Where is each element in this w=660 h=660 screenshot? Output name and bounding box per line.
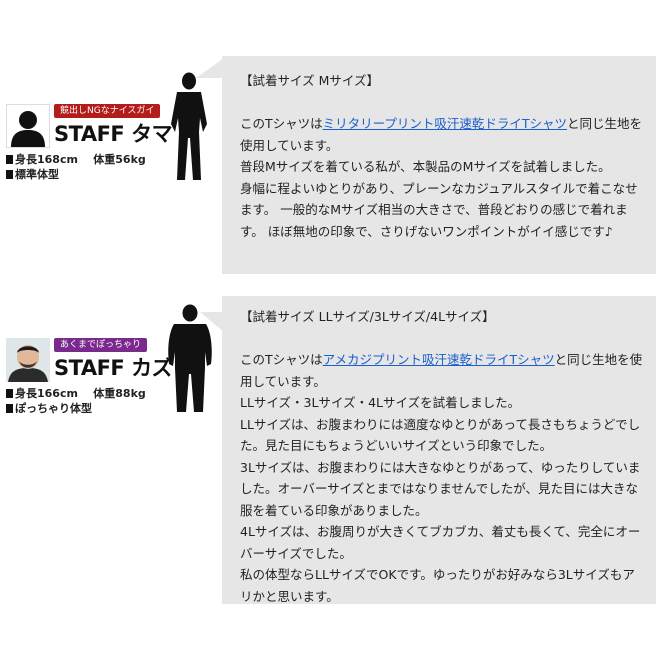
review-paragraph: このTシャツはミリタリープリント吸汗速乾ドライTシャツと同じ生地を使用しています… <box>240 116 643 153</box>
review-paragraph: このTシャツはアメカジプリント吸汗速乾ドライTシャツと同じ生地を使用しています。 <box>240 352 643 389</box>
fitting-size-heading: 【試着サイズ LLサイズ/3Lサイズ/4Lサイズ】 <box>240 309 495 324</box>
staff-review-tama: 競出しNGなナイスガイ STAFF タマ 身長168cm 体重56kg 標準体型… <box>0 0 660 290</box>
standing-man-silhouette-icon <box>161 304 219 420</box>
bullet-square-icon <box>6 404 13 413</box>
review-bubble: 【試着サイズ Mサイズ】 このTシャツはミリタリープリント吸汗速乾ドライTシャツ… <box>222 56 656 274</box>
staff-badge: あくまでぽっちゃり <box>54 338 148 352</box>
bullet-square-icon <box>6 155 13 164</box>
bullet-square-icon <box>6 170 13 179</box>
speech-bubble-tail <box>196 58 224 78</box>
review-paragraph: 4Lサイズは、お腹周りが大きくてブカブカ、着丈も長くて、完全にオーバーサイズでし… <box>240 524 641 561</box>
product-link[interactable]: アメカジプリント吸汗速乾ドライTシャツ <box>322 352 555 367</box>
standing-man-silhouette-icon <box>163 72 215 188</box>
staff-height: 身長166cm <box>15 387 78 400</box>
staff-body-type: 標準体型 <box>15 168 59 181</box>
speech-bubble-tail <box>200 312 224 332</box>
staff-name: STAFF カズ <box>54 356 173 380</box>
staff-height: 身長168cm <box>15 153 78 166</box>
staff-review-kazu: あくまでぽっちゃり STAFF カズ 身長166cm 体重88kg ぽっちゃり体… <box>0 290 660 660</box>
product-link[interactable]: ミリタリープリント吸汗速乾ドライTシャツ <box>322 116 568 131</box>
review-paragraph: 普段Mサイズを着ている私が、本製品のMサイズを試着しました。 <box>240 159 611 174</box>
person-silhouette-icon <box>6 104 50 148</box>
staff-badge: 競出しNGなナイスガイ <box>54 104 161 118</box>
staff-stats: 身長168cm 体重56kg 標準体型 <box>6 152 146 182</box>
review-paragraph: 私の体型ならLLサイズでOKです。ゆったりがお好みなら3Lサイズもアリかと思いま… <box>240 567 635 604</box>
review-paragraph: LLサイズは、お腹まわりには適度なゆとりがあって長さもちょうどでした。見た目にも… <box>240 416 641 454</box>
staff-body-type: ぽっちゃり体型 <box>15 402 92 415</box>
review-bubble: 【試着サイズ LLサイズ/3Lサイズ/4Lサイズ】 このTシャツはアメカジプリン… <box>222 296 656 604</box>
staff-photo-avatar-icon <box>6 338 50 382</box>
staff-weight: 体重56kg <box>93 153 146 166</box>
staff-stats: 身長166cm 体重88kg ぽっちゃり体型 <box>6 386 146 416</box>
review-paragraph: 身幅に程よいゆとりがあり、プレーンなカジュアルスタイルで着こなせます。 一般的な… <box>240 180 638 239</box>
review-paragraph: LLサイズ・3Lサイズ・4Lサイズを試着しました。 <box>240 395 521 410</box>
bullet-square-icon <box>6 389 13 398</box>
staff-weight: 体重88kg <box>93 387 146 400</box>
review-paragraph: 3Lサイズは、お腹まわりには大きなゆとりがあって、ゆったりしていました。オーバー… <box>240 459 641 518</box>
staff-name: STAFF タマ <box>54 122 173 146</box>
fitting-size-heading: 【試着サイズ Mサイズ】 <box>240 73 380 88</box>
